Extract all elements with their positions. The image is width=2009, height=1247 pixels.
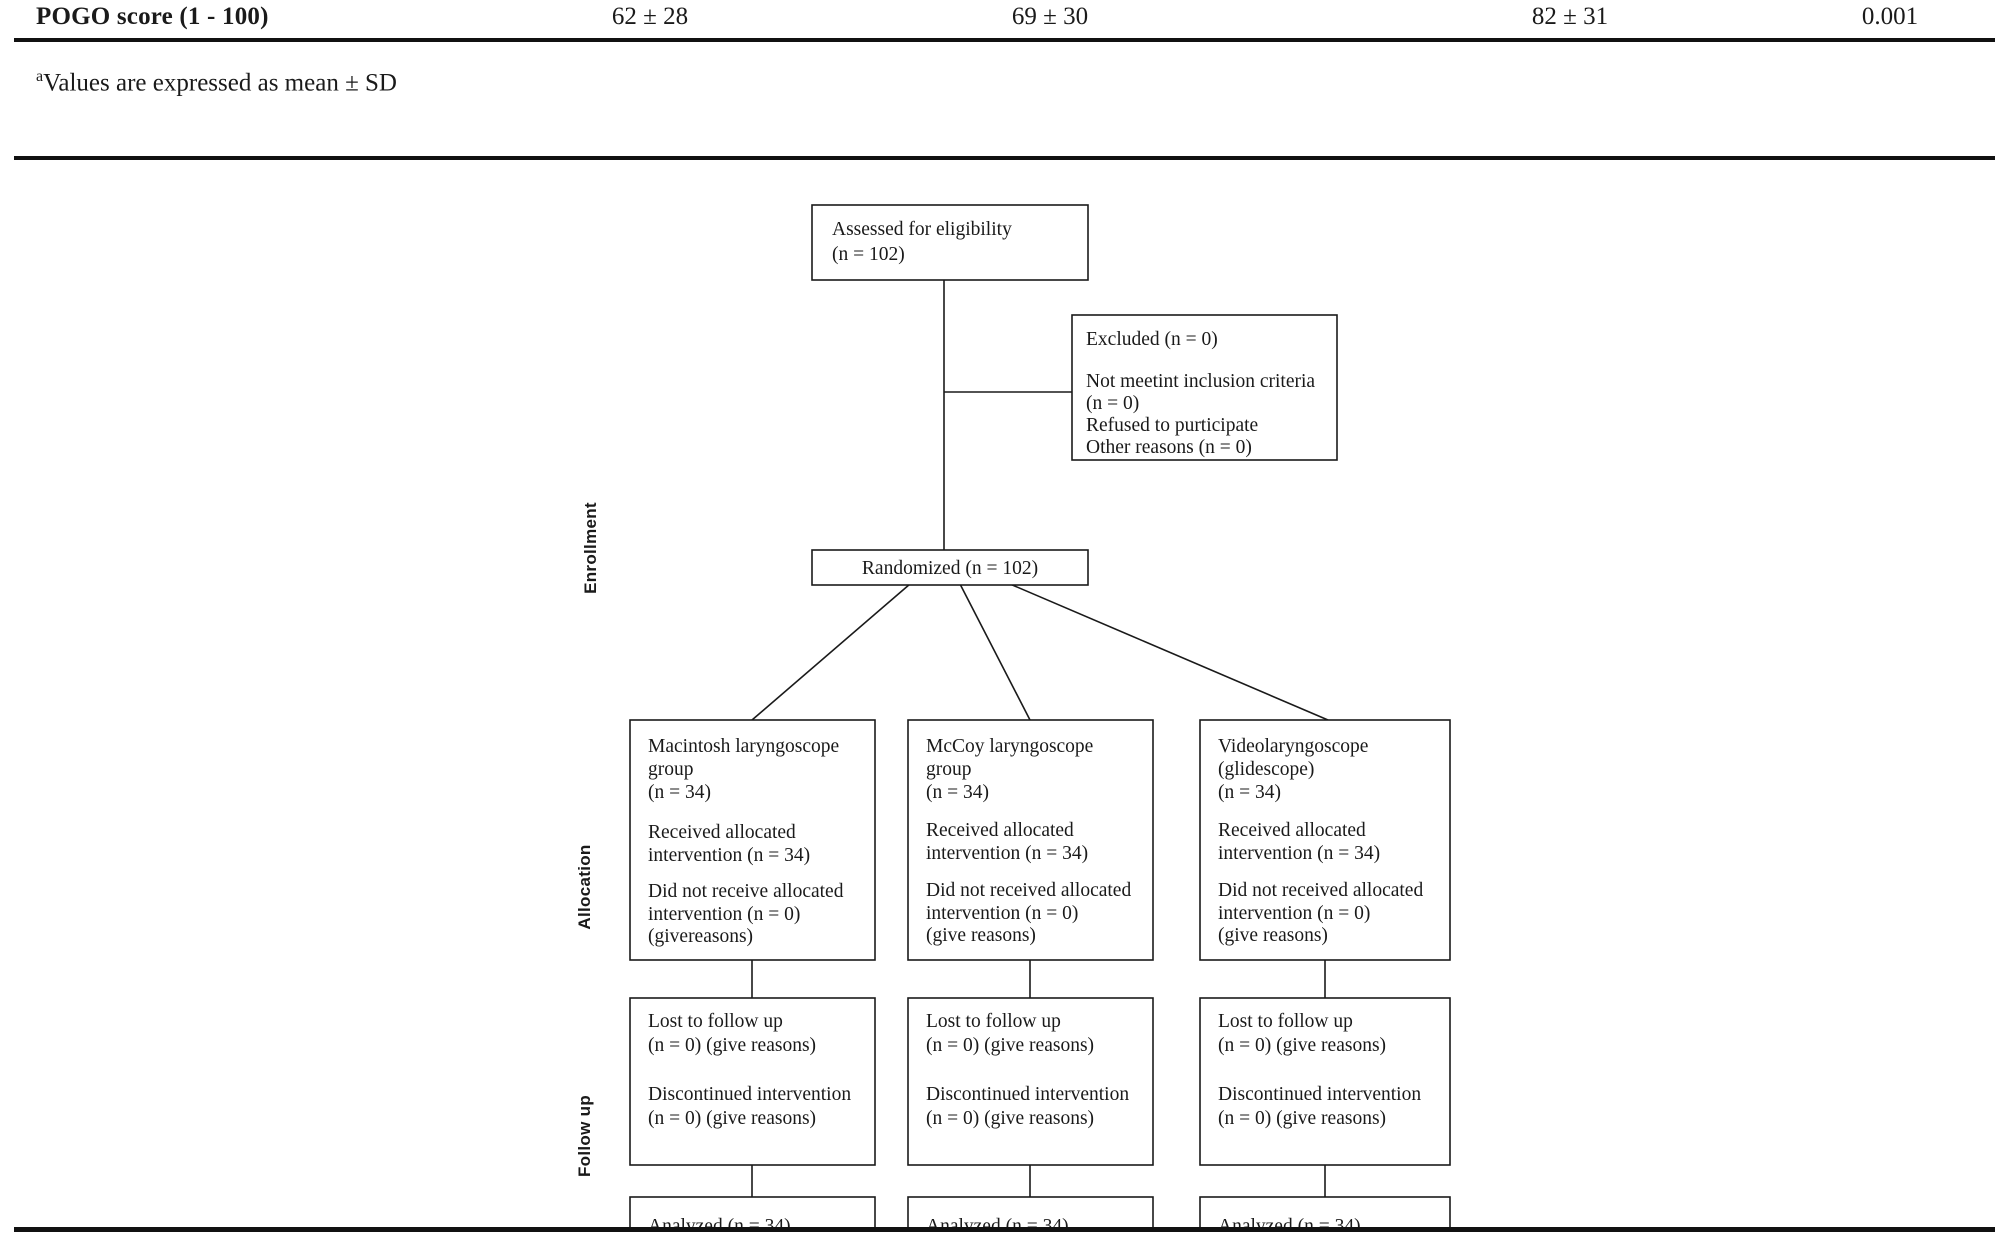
table-rule-top	[14, 38, 1995, 42]
box-follow-1-line-0: Lost to follow up	[648, 1011, 783, 1032]
box-follow-2-line-1: (n = 0) (give reasons)	[926, 1035, 1094, 1056]
box-alloc-1-line-1: group	[648, 759, 694, 780]
footnote-marker: a	[36, 68, 44, 85]
box-excluded: Excluded (n = 0) Not meetint inclusion c…	[1071, 314, 1338, 461]
box-alloc-2-line-7: Did not received allocated	[926, 880, 1131, 901]
box-follow-1-line-3: Discontinued intervention	[648, 1084, 851, 1105]
box-alloc-3-line-9: (give reasons)	[1218, 925, 1328, 946]
box-allocation-mccoy: McCoy laryngoscope group (n = 34) Receiv…	[907, 719, 1154, 961]
footnote-text: Values are expressed as mean ± SD	[43, 69, 397, 97]
box-alloc-3-line-2: (n = 34)	[1218, 782, 1281, 803]
box-alloc-3-line-0: Videolaryngoscope	[1218, 736, 1368, 757]
stage-label-enrollment: Enrollment	[581, 502, 600, 594]
box-alloc-3-line-8: intervention (n = 0)	[1218, 903, 1370, 924]
box-analysis-1-line-0: Analyzed (n = 34)	[648, 1216, 791, 1227]
box-analysis-macintosh: Analyzed (n = 34) Fxcluded from analysis…	[629, 1196, 876, 1227]
consort-flow-diagram: Enrollment Allocation Follow up Analysis…	[0, 165, 2009, 1227]
box-alloc-2-line-4: Received allocated	[926, 820, 1074, 841]
stage-label-allocation: Allocation	[575, 844, 594, 929]
box-alloc-2-line-8: intervention (n = 0)	[926, 903, 1078, 924]
box-assessed-for-eligibility: Assessed for eligibility (n = 102)	[811, 204, 1089, 281]
box-excluded-line-3: (n = 0)	[1086, 393, 1139, 414]
box-analysis-3-line-0: Analyzed (n = 34)	[1218, 1216, 1361, 1227]
box-alloc-2-line-1: group	[926, 759, 972, 780]
connector-randomized-to-alloc-1	[751, 583, 911, 721]
box-excluded-line-4: Refused to purticipate	[1086, 415, 1258, 436]
box-follow-3-line-4: (n = 0) (give reasons)	[1218, 1108, 1386, 1129]
box-alloc-3-line-5: intervention (n = 34)	[1218, 843, 1380, 864]
table-row-label: POGO score (1 - 100)	[36, 3, 269, 30]
table-rule-bottom	[14, 156, 1995, 160]
box-alloc-1-line-0: Macintosh laryngoscope	[648, 736, 839, 757]
box-excluded-line-2: Not meetint inclusion criteria	[1086, 371, 1315, 392]
box-alloc-3-line-4: Received allocated	[1218, 820, 1366, 841]
table-row: POGO score (1 - 100) 62 ± 28 69 ± 30 82 …	[0, 0, 2009, 38]
stage-label-followup: Follow up	[575, 1095, 594, 1177]
box-follow-3-line-3: Discontinued intervention	[1218, 1084, 1421, 1105]
box-alloc-3-line-1: (glidescope)	[1218, 759, 1314, 780]
box-follow-3-line-1: (n = 0) (give reasons)	[1218, 1035, 1386, 1056]
box-follow-2-line-3: Discontinued intervention	[926, 1084, 1129, 1105]
box-analysis-mccoy: Analyzed (n = 34) Fxcluded from analysis…	[907, 1196, 1154, 1227]
box-analysis-videolaryngoscope: Analyzed (n = 34) Fxcluded from analysis…	[1199, 1196, 1451, 1227]
box-allocation-macintosh: Macintosh laryngoscope group (n = 34) Re…	[629, 719, 876, 961]
connector-randomized-to-alloc-2	[959, 583, 1031, 721]
box-alloc-2-line-9: (give reasons)	[926, 925, 1036, 946]
table-cell-p-value: 0.001	[1861, 3, 1919, 30]
box-alloc-1-line-2: (n = 34)	[648, 782, 711, 803]
box-followup-mccoy: Lost to follow up (n = 0) (give reasons)…	[907, 997, 1154, 1166]
box-follow-2-line-0: Lost to follow up	[926, 1011, 1061, 1032]
box-alloc-1-line-7: Did not receive allocated	[648, 881, 844, 902]
box-randomized-line-0: Randomized (n = 102)	[862, 558, 1038, 579]
box-excluded-line-0: Excluded (n = 0)	[1086, 329, 1218, 350]
box-alloc-2-line-5: intervention (n = 34)	[926, 843, 1088, 864]
box-alloc-1-line-4: Received allocated	[648, 822, 796, 843]
box-randomized: Randomized (n = 102)	[811, 549, 1089, 586]
box-alloc-1-line-9: (givereasons)	[648, 926, 753, 947]
box-follow-1-line-4: (n = 0) (give reasons)	[648, 1108, 816, 1129]
box-alloc-1-line-8: intervention (n = 0)	[648, 904, 800, 925]
table-cell-group-1: 62 ± 28	[611, 3, 689, 30]
box-assessed-line-1: (n = 102)	[832, 244, 905, 265]
box-followup-macintosh: Lost to follow up (n = 0) (give reasons)…	[629, 997, 876, 1166]
table-cell-group-3: 82 ± 31	[1531, 3, 1609, 30]
box-follow-2-line-4: (n = 0) (give reasons)	[926, 1108, 1094, 1129]
table-cell-group-2: 69 ± 30	[1011, 3, 1089, 30]
box-alloc-2-line-2: (n = 34)	[926, 782, 989, 803]
page-rule-bottom	[14, 1227, 1995, 1232]
box-alloc-1-line-5: intervention (n = 34)	[648, 845, 810, 866]
table-footnote: aValues are expressed as mean ± SD	[36, 60, 397, 100]
box-excluded-line-5: Other reasons (n = 0)	[1086, 437, 1252, 458]
box-allocation-videolaryngoscope: Videolaryngoscope (glidescope) (n = 34) …	[1199, 719, 1451, 961]
box-alloc-2-line-0: McCoy laryngoscope	[926, 736, 1093, 757]
box-followup-videolaryngoscope: Lost to follow up (n = 0) (give reasons)…	[1199, 997, 1451, 1166]
connector-randomized-to-alloc-3	[1009, 583, 1329, 721]
box-follow-1-line-1: (n = 0) (give reasons)	[648, 1035, 816, 1056]
table-tail-section: POGO score (1 - 100) 62 ± 28 69 ± 30 82 …	[0, 0, 2009, 165]
box-analysis-2-line-0: Analyzed (n = 34)	[926, 1216, 1069, 1227]
box-follow-3-line-0: Lost to follow up	[1218, 1011, 1353, 1032]
box-alloc-3-line-7: Did not received allocated	[1218, 880, 1423, 901]
box-assessed-line-0: Assessed for eligibility	[832, 219, 1012, 240]
